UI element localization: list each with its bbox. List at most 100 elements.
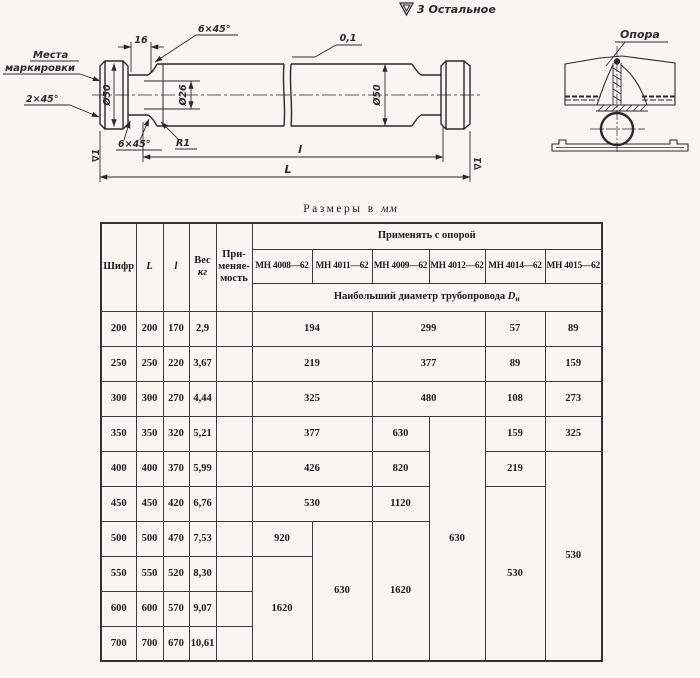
cell-value: 299 [371, 310, 486, 347]
cell-code: 700 [100, 625, 137, 662]
cell-L: 600 [135, 590, 164, 627]
support-figure [551, 46, 689, 154]
cell-value: 630 [371, 415, 430, 452]
table-row: 350 350 320 5,21 377 630 630 159 325 [100, 415, 603, 662]
diameter-symbol-sub: н [515, 293, 520, 303]
apply-with-support-header: Применять с опорой [251, 222, 603, 250]
cell-weight: 6,76 [188, 485, 217, 522]
technical-drawing: 3 Остальное [3, 2, 689, 182]
cell-value: 1120 [371, 485, 430, 522]
cell-value: 820 [371, 450, 430, 487]
cell-value: 480 [371, 380, 486, 417]
caption-unit: мм [381, 203, 398, 215]
cell-value-merged-mn4014: 530 [484, 485, 546, 662]
cell-L: 300 [135, 380, 164, 417]
support-col-mn4009: МН 4009—62 [371, 248, 430, 284]
cell-value: 426 [251, 450, 373, 487]
diameter-symbol: D [507, 290, 516, 302]
support-col-mn4011: МН 4011—62 [311, 248, 373, 284]
usage-line1: При- [222, 249, 246, 261]
cell-l: 470 [162, 520, 190, 557]
col-header-L: L [135, 222, 164, 312]
cell-value: 194 [251, 310, 373, 347]
cell-value: 89 [484, 345, 546, 382]
cell-usage-empty [215, 310, 253, 347]
cell-usage-empty [215, 345, 253, 382]
diameter-header-text: Наибольший диаметр трубопровода [333, 290, 506, 302]
cell-weight: 2,9 [188, 310, 217, 347]
cell-usage-empty [215, 590, 253, 627]
cell-usage-empty [215, 555, 253, 592]
marking-label-line1: Места [33, 50, 68, 61]
cell-code: 550 [100, 555, 137, 592]
usage-line3: мость [220, 273, 248, 285]
cell-usage-empty [215, 520, 253, 557]
cell-L: 350 [135, 415, 164, 452]
chamfer-2x45-label: 2×45° [26, 94, 59, 105]
finish-all-symbol: 3 Остальное [398, 2, 496, 17]
marking-label-line2: маркировки [5, 63, 75, 74]
table-row: 600 600 570 9,07 [100, 590, 602, 627]
dia50-left-label: Ø50 [102, 84, 113, 107]
cell-L: 700 [135, 625, 164, 662]
cell-code: 350 [100, 415, 137, 452]
cell-value: 159 [544, 345, 603, 382]
cell-weight: 5,99 [188, 450, 217, 487]
dia50-right-label: Ø50 [372, 84, 383, 107]
table-row: 400 400 370 5,99 426 820 219 530 [100, 450, 603, 662]
cell-value-merged-mn4008: 1620 [251, 555, 313, 662]
cell-code: 200 [100, 310, 137, 347]
cell-usage-empty [215, 415, 253, 452]
table-caption: Размеры в мм [100, 203, 601, 215]
table-row: 550 550 520 8,30 1620 [100, 555, 602, 662]
cell-weight: 7,53 [188, 520, 217, 557]
cell-value: 159 [484, 415, 546, 452]
cell-l: 570 [162, 590, 190, 627]
cell-code: 500 [100, 520, 137, 557]
cell-usage-empty [215, 380, 253, 417]
cell-code: 300 [100, 380, 137, 417]
diameter-header: Наибольший диаметр трубопровода Dн [251, 282, 603, 312]
cell-weight: 9,07 [188, 590, 217, 627]
finish-all-label: 3 Остальное [417, 3, 496, 16]
col-header-usage: При- меняе- мость [215, 222, 253, 312]
cell-weight: 4,44 [188, 380, 217, 417]
cell-code: 250 [100, 345, 137, 382]
cell-value: 920 [251, 520, 313, 557]
cell-value: 89 [544, 310, 603, 347]
chamfer-6x45-bottom-label: 6×45° [118, 139, 151, 150]
table-row: 300 300 270 4,44 325 480 108 273 [100, 380, 603, 417]
table-row: 250 250 220 3,67 219 377 89 159 [100, 345, 603, 382]
cell-value: 530 [251, 485, 373, 522]
cell-weight: 3,67 [188, 345, 217, 382]
cell-value: 219 [251, 345, 373, 382]
cell-l: 520 [162, 555, 190, 592]
cell-value: 377 [371, 345, 486, 382]
cell-l: 370 [162, 450, 190, 487]
dim-l-label: l [298, 143, 302, 156]
cell-value: 108 [484, 380, 546, 417]
support-col-mn4015: МН 4015—62 [544, 248, 603, 284]
weight-line2: кг [197, 267, 208, 279]
cell-l: 670 [162, 625, 190, 662]
caption-text: Размеры в [303, 203, 376, 215]
cell-l: 220 [162, 345, 190, 382]
cell-value: 57 [484, 310, 546, 347]
support-col-mn4014: МН 4014—62 [484, 248, 546, 284]
chamfer-6x45-top-label: 6×45° [198, 24, 231, 35]
finish-mark-left: ∇1 [91, 149, 102, 162]
cell-value-merged-mn4011: 630 [311, 520, 373, 662]
cell-l: 320 [162, 415, 190, 452]
finish-mark-right: ∇1 [473, 157, 484, 170]
runout-label: 0,1 [340, 33, 357, 44]
base-plate [551, 139, 689, 152]
cell-L: 550 [135, 555, 164, 592]
cell-code: 400 [100, 450, 137, 487]
cell-L: 250 [135, 345, 164, 382]
cell-l: 420 [162, 485, 190, 522]
radius-r1-label: R1 [176, 138, 190, 149]
col-header-code: Шифр [100, 222, 137, 312]
dia26-label: Ø26 [178, 84, 189, 107]
base-hatch [597, 104, 647, 112]
cell-L: 200 [135, 310, 164, 347]
